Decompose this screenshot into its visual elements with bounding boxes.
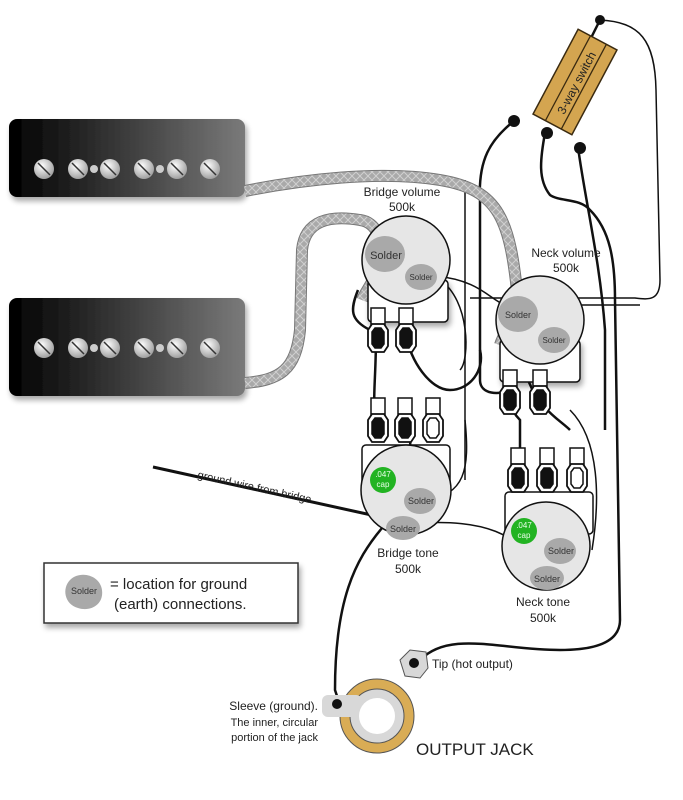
- svg-text:Solder: Solder: [505, 310, 531, 320]
- neck-tone-pot: Solder Solder .047 cap Neck tone 500k: [501, 447, 594, 625]
- output-jack: Tip (hot output) Sleeve (ground). The in…: [229, 649, 534, 759]
- pole-screw-icon: [68, 159, 88, 179]
- switch-terminals: [508, 15, 605, 154]
- svg-text:Solder: Solder: [548, 546, 574, 556]
- bridge-volume-pot: Bridge volume 500k Solder Solder: [361, 185, 451, 353]
- tip-label: Tip (hot output): [432, 657, 513, 671]
- wires: [152, 19, 661, 579]
- bridge-pickup: [9, 119, 245, 197]
- pole-screw-icon: [167, 338, 187, 358]
- pole-screw-icon: [134, 159, 154, 179]
- legend-box: Solder = location for ground (earth) con…: [43, 562, 299, 624]
- ground-wire-label: ground wire from bridge: [196, 469, 312, 506]
- legend-line2: (earth) connections.: [114, 596, 247, 613]
- neck-volume-pot: Neck volume 500k Solder Solder: [495, 246, 601, 415]
- svg-text:.047: .047: [375, 470, 391, 479]
- sleeve-label-2: The inner, circular: [231, 717, 319, 729]
- svg-text:Solder: Solder: [542, 336, 565, 345]
- svg-text:Solder: Solder: [534, 574, 560, 584]
- svg-text:cap: cap: [377, 480, 390, 489]
- legend-line1: = location for ground: [110, 576, 247, 593]
- sleeve-label-1: Sleeve (ground).: [229, 699, 318, 713]
- svg-text:Solder: Solder: [409, 273, 432, 282]
- svg-text:Solder: Solder: [71, 586, 97, 596]
- tip-terminal: [409, 658, 419, 668]
- pole-screw-icon: [34, 338, 54, 358]
- bridge-volume-value: 500k: [389, 200, 416, 214]
- three-way-switch: 3-way switch: [532, 28, 618, 136]
- neck-pickup-poles: [34, 338, 220, 358]
- sleeve-terminal: [332, 699, 342, 709]
- pole-screw-icon: [68, 338, 88, 358]
- pole-screw-icon: [100, 338, 120, 358]
- bridge-tone-pot: Solder Solder .047 cap Bridge tone 500k: [360, 397, 452, 576]
- neck-volume-value: 500k: [553, 261, 580, 275]
- neck-volume-label: Neck volume: [531, 246, 601, 260]
- sleeve-label-3: portion of the jack: [231, 732, 318, 744]
- neck-tone-value: 500k: [530, 611, 557, 625]
- pole-screw-icon: [34, 159, 54, 179]
- svg-text:Solder: Solder: [370, 250, 402, 262]
- bridge-volume-label: Bridge volume: [364, 185, 441, 199]
- svg-text:.047: .047: [516, 521, 532, 530]
- bridge-tone-label: Bridge tone: [377, 546, 439, 560]
- capacitor: [511, 518, 537, 544]
- svg-text:Solder: Solder: [390, 524, 416, 534]
- pole-screw-icon: [100, 159, 120, 179]
- bridge-pickup-poles: [34, 159, 220, 179]
- pole-screw-icon: [167, 159, 187, 179]
- svg-text:cap: cap: [518, 531, 531, 540]
- neck-pickup: [9, 298, 245, 396]
- svg-text:Solder: Solder: [408, 496, 434, 506]
- output-jack-title: OUTPUT JACK: [416, 740, 534, 759]
- bridge-tone-value: 500k: [395, 562, 422, 576]
- pole-screw-icon: [200, 159, 220, 179]
- neck-tone-label: Neck tone: [516, 595, 570, 609]
- capacitor: [370, 467, 396, 493]
- pole-screw-icon: [134, 338, 154, 358]
- pole-screw-icon: [200, 338, 220, 358]
